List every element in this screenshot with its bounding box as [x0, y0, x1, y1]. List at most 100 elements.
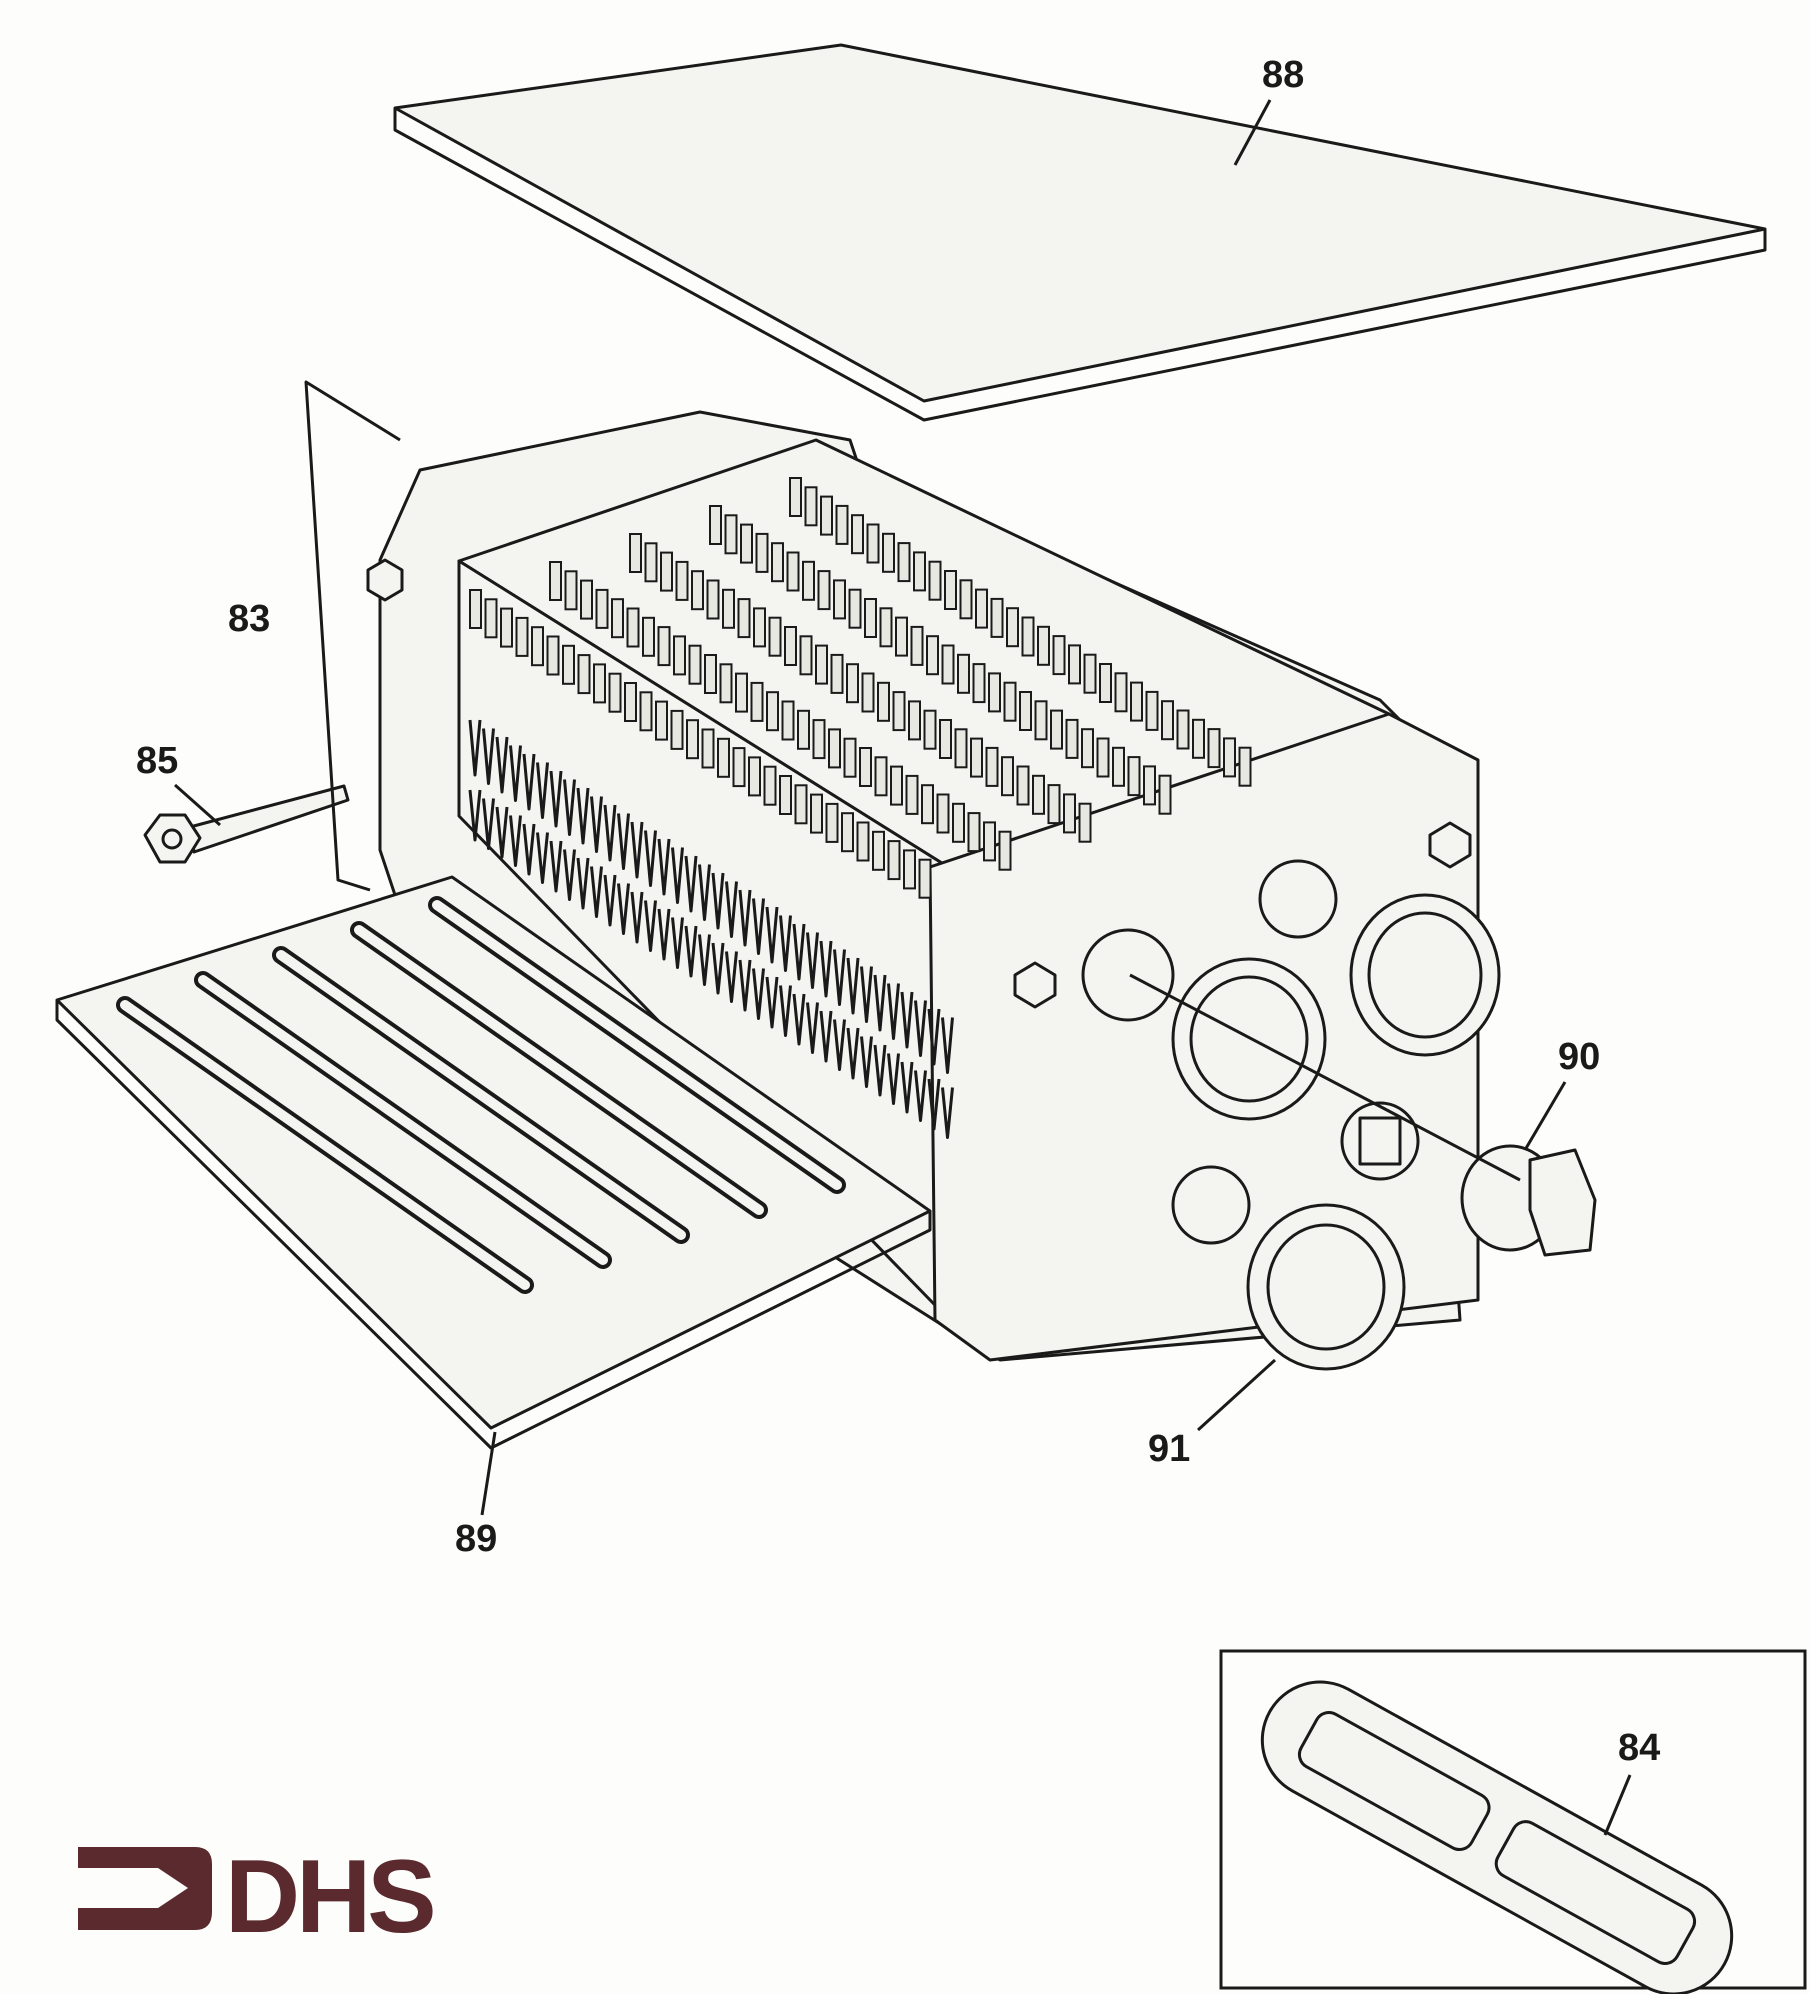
fin [750, 681, 764, 722]
fin [660, 551, 673, 592]
fin [639, 691, 653, 732]
fin [828, 728, 841, 769]
lower-fin [941, 1017, 954, 1074]
fin [737, 598, 751, 639]
lower-fin [806, 932, 819, 989]
fin [913, 551, 926, 592]
fin [797, 709, 810, 750]
lower-fin [792, 993, 806, 1046]
fin [688, 644, 702, 685]
fin [825, 802, 839, 843]
part-label-85: 85 [136, 740, 179, 782]
lower-fin [873, 974, 887, 1032]
fin [1065, 718, 1079, 759]
fin [763, 765, 777, 806]
fin [877, 681, 890, 722]
lower-fin [576, 787, 590, 845]
fin [768, 616, 782, 657]
lower-fin [779, 985, 792, 1037]
fin [771, 542, 784, 583]
fin [626, 607, 640, 648]
fin [655, 700, 668, 741]
fin [624, 682, 637, 722]
lower-fin [914, 1000, 927, 1057]
fin [841, 812, 854, 853]
lower-fin [779, 915, 792, 972]
fin [580, 579, 593, 620]
bolts [366, 558, 1472, 1009]
fin [815, 644, 828, 685]
lower-fin [941, 1087, 954, 1139]
plate-slot-inner [120, 1000, 530, 1290]
fin [794, 784, 808, 825]
part-label-84: 84 [1618, 1727, 1661, 1769]
fin [817, 570, 831, 611]
fin [908, 700, 921, 741]
lower-fin [671, 917, 684, 969]
fin [1238, 746, 1252, 787]
fin [673, 635, 686, 676]
fin [644, 542, 658, 583]
fin [903, 849, 916, 890]
fin [928, 560, 942, 601]
fin [611, 598, 624, 639]
fin [1016, 765, 1030, 806]
lower-fin [792, 923, 806, 981]
fin [755, 532, 769, 573]
fin [709, 505, 722, 545]
fin [810, 793, 823, 834]
fin [1176, 709, 1190, 750]
fin [562, 644, 575, 685]
lower-fin [900, 991, 914, 1049]
lower-fin [900, 1061, 914, 1114]
lower-fin [684, 855, 698, 913]
fin [1003, 681, 1017, 722]
lower-fin [468, 719, 482, 777]
fin [905, 774, 919, 815]
fin [864, 598, 877, 638]
lower-fin [603, 874, 617, 927]
lower-fin [495, 806, 509, 859]
fin [861, 672, 875, 713]
lower-fin [725, 951, 738, 1003]
top-baffle-plate-88 [393, 43, 1767, 422]
lower-fin [657, 908, 671, 961]
inset-frame [1219, 1649, 1807, 1990]
lower-fin [522, 753, 536, 811]
fin [892, 691, 906, 732]
fin [959, 579, 973, 620]
fin [972, 663, 986, 704]
fin [1068, 644, 1081, 685]
lower-fin [887, 1053, 900, 1105]
fin [1052, 635, 1066, 676]
fin [998, 830, 1012, 871]
fin [879, 607, 893, 648]
plate-slot-inner [776, 85, 1264, 188]
fin [1034, 700, 1048, 741]
lower-fin [657, 838, 671, 896]
fin [1127, 756, 1141, 797]
lower-fin [536, 832, 549, 884]
plate-slot-inner [198, 975, 608, 1265]
part-label-90: 90 [1558, 1036, 1601, 1078]
fin [866, 523, 880, 564]
fin [918, 858, 932, 899]
fin [910, 625, 924, 666]
fin [820, 495, 833, 536]
lower-fin [630, 891, 644, 944]
fin [833, 579, 846, 620]
fin [608, 672, 622, 713]
lower-fin [509, 745, 522, 802]
lower-fin [914, 1070, 927, 1122]
fin [704, 654, 717, 694]
fin [1096, 737, 1110, 778]
fin [851, 514, 864, 555]
fin [706, 579, 720, 620]
part-label-89: 89 [455, 1518, 498, 1560]
plate-slot-inner [276, 950, 686, 1240]
fin [812, 719, 826, 760]
lower-fin [630, 821, 644, 879]
leader-lines [174, 99, 1567, 1516]
fin [1078, 802, 1092, 843]
lower-fin [482, 728, 495, 785]
